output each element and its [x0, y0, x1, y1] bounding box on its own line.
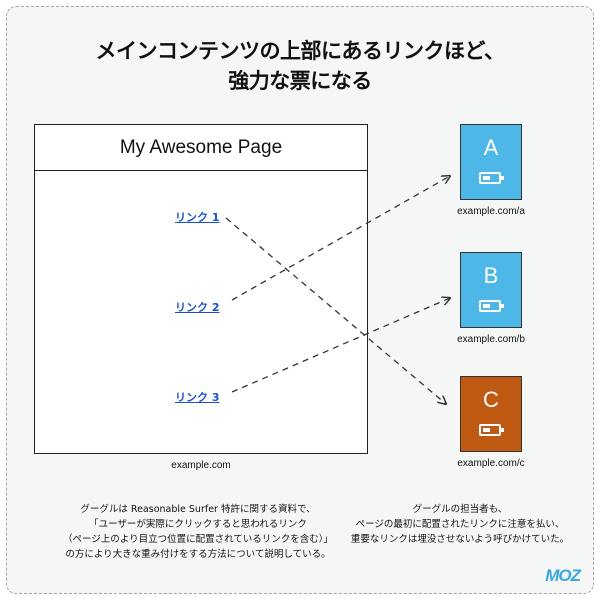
arrow-link1-to-c — [225, 217, 446, 404]
title-line-1: メインコンテンツの上部にあるリンクほど、 — [95, 39, 505, 63]
note-left-line-2: 「ユーザーが実際にクリックすると思われるリンク — [89, 519, 307, 530]
note-left-line-1: グーグルは Reasonable Surfer 特許に関する資料で、 — [80, 504, 316, 515]
link-3[interactable]: リンク 3 — [175, 391, 220, 404]
page-url-caption: example.com — [171, 460, 231, 471]
target-url-c: example.com/c — [457, 458, 525, 469]
battery-icon — [479, 172, 504, 184]
battery-icon — [479, 424, 504, 436]
target-page-c: C — [460, 376, 522, 452]
arrow-link2-to-a — [231, 176, 450, 301]
title-line-2: 強力な票になる — [228, 69, 372, 93]
link-2[interactable]: リンク 2 — [175, 301, 220, 314]
note-right-line-1: グーグルの担当者も、 — [412, 504, 508, 515]
note-right-line-3: 重要なリンクは埋没させないよう呼びかけていた。 — [350, 534, 570, 545]
note-right-line-2: ページの最初に配置されたリンクに注意を払い、 — [355, 519, 565, 530]
page-heading: My Awesome Page — [35, 125, 367, 171]
link-1[interactable]: リンク 1 — [175, 211, 220, 224]
target-letter-a: A — [483, 135, 499, 160]
target-url-b: example.com/b — [457, 334, 525, 345]
target-letter-c: C — [483, 387, 499, 412]
target-page-a: A — [460, 124, 522, 200]
page-mockup: My Awesome Page リンク 1 リンク 2 リンク 3 — [34, 124, 368, 454]
diagram-title: メインコンテンツの上部にあるリンクほど、 強力な票になる — [0, 36, 600, 96]
battery-icon — [479, 300, 504, 312]
target-url-a: example.com/a — [457, 206, 525, 217]
moz-logo: MOZ — [545, 566, 581, 585]
arrow-link3-to-b — [231, 298, 450, 393]
note-right: グーグルの担当者も、 ページの最初に配置されたリンクに注意を払い、 重要なリンク… — [330, 502, 590, 547]
target-letter-b: B — [483, 263, 499, 288]
note-left: グーグルは Reasonable Surfer 特許に関する資料で、 「ユーザー… — [28, 502, 368, 562]
target-page-b: B — [460, 252, 522, 328]
note-left-line-3: （ページ上のより目立つ位置に配置されているリンクを含む）」 — [62, 534, 334, 545]
note-left-line-4: の方により大きな重み付けをする方法について説明している。 — [65, 549, 331, 560]
